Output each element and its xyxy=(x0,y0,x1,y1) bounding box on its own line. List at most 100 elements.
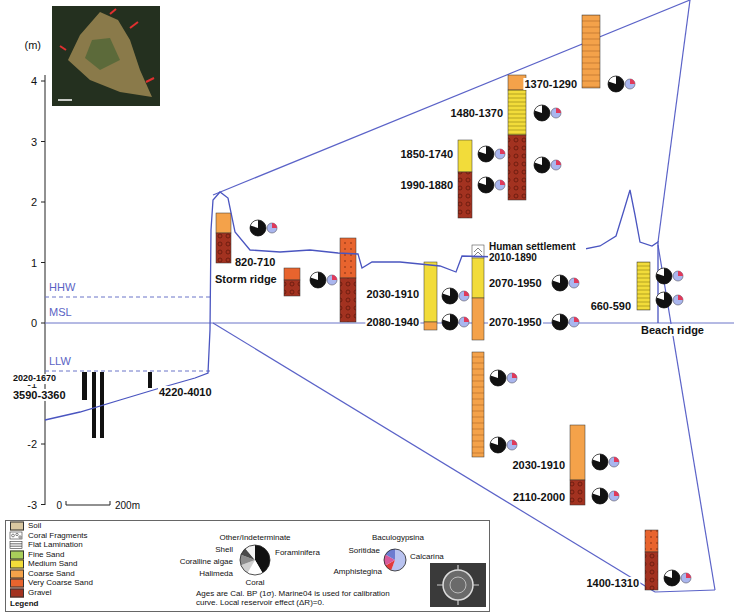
axis-tick-label: 0 xyxy=(30,317,38,329)
core-column xyxy=(570,425,585,480)
y-axis xyxy=(45,75,46,505)
island-shape xyxy=(68,12,152,97)
settlement-mark xyxy=(474,248,482,256)
core-column xyxy=(508,135,526,200)
water-level-label: LLW xyxy=(48,355,72,367)
island-vegetation xyxy=(85,38,120,70)
legend-item: Soritidae xyxy=(348,547,380,556)
core-column xyxy=(637,262,650,310)
legend-item: Gravel xyxy=(10,588,52,597)
legend-text: Shell xyxy=(215,546,233,555)
age-label: 1850-1740 xyxy=(399,148,454,160)
core-column xyxy=(472,352,484,457)
legend-text: Coarse Sand xyxy=(28,569,75,578)
water-level-label: HHW xyxy=(48,281,76,293)
legend-swatch xyxy=(10,569,24,578)
offshore-core xyxy=(82,372,87,400)
llw-line xyxy=(45,371,210,372)
composition-pie xyxy=(490,437,517,453)
coral-fragment-symbol xyxy=(16,533,18,535)
lamination-symbol xyxy=(10,542,22,549)
legend-item: Amphistegina xyxy=(334,568,382,577)
composition-pie xyxy=(478,146,505,162)
legend-item: Coral Fragments xyxy=(10,531,88,540)
hhw-line xyxy=(45,297,210,298)
legend-item: Calcarina xyxy=(410,553,444,562)
legend-text: Coral Fragments xyxy=(28,531,88,540)
inset-arrow xyxy=(60,46,66,50)
core-column xyxy=(340,238,356,278)
legend-heading: Legend xyxy=(10,600,38,609)
core-column xyxy=(284,268,300,280)
core-column xyxy=(472,258,484,298)
coral-fragment-symbol xyxy=(10,532,22,539)
axis-tick-label: 3 xyxy=(30,135,38,147)
age-label: 1370-1290 xyxy=(523,78,578,90)
axis-ticks xyxy=(41,81,45,505)
legend-text: Amphistegina xyxy=(334,568,382,577)
core-column xyxy=(458,140,472,172)
scale-bar xyxy=(66,501,110,505)
legend-text: Very Coarse Sand xyxy=(28,579,93,588)
core-column xyxy=(424,262,437,322)
age-note: Ages are Cal. BP (1σ). Marine04 is used … xyxy=(196,590,396,608)
core-column xyxy=(424,322,437,330)
zoom-line xyxy=(213,0,690,195)
inset-scale xyxy=(58,99,72,101)
core-column xyxy=(340,278,356,322)
core-column xyxy=(508,90,526,135)
core-column xyxy=(458,172,472,218)
offshore-core xyxy=(92,372,96,438)
legend-item: Coarse Sand xyxy=(10,569,75,578)
legend-text: Other/Indeterminate xyxy=(219,534,290,543)
legend-swatch xyxy=(10,522,24,531)
legend-item: Foraminifera xyxy=(275,549,320,558)
composition-pie xyxy=(656,268,683,284)
core-column xyxy=(216,233,231,263)
water-level-label: MSL xyxy=(48,306,73,318)
sem-foram xyxy=(450,577,466,593)
axis-tick-label: -3 xyxy=(26,498,38,510)
scale-label: 200m xyxy=(114,500,141,511)
offshore-core xyxy=(148,372,152,388)
inset-arrow xyxy=(130,22,138,28)
legend-text: Calcarina xyxy=(410,553,444,562)
core-column xyxy=(570,480,585,505)
legend-item: Flat Lamination xyxy=(10,541,83,550)
axis-tick-label: -2 xyxy=(26,438,38,450)
legend-item: Coral xyxy=(245,579,264,588)
composition-pie xyxy=(534,157,561,173)
age-label: 1400-1310 xyxy=(585,577,640,589)
core-column xyxy=(645,552,658,590)
composition-pie xyxy=(442,314,469,330)
zoom-line xyxy=(655,590,715,592)
axis-tick-label: 4 xyxy=(30,75,38,87)
age-label: 2020-1670 xyxy=(12,374,57,384)
legend-swatch xyxy=(10,550,24,559)
legend-text: Coral xyxy=(245,579,264,588)
coral-fragment-symbol xyxy=(12,534,15,537)
legend-text: Halimeda xyxy=(199,570,233,579)
axis-tick-label: 2 xyxy=(30,196,38,208)
age-label: 1480-1370 xyxy=(449,107,504,119)
sem-spines xyxy=(437,565,479,605)
axis-tick-label: 1 xyxy=(30,256,38,268)
age-label: 2070-1950 xyxy=(488,316,543,328)
legend-item: Soil xyxy=(10,522,41,531)
age-label: 660-590 xyxy=(590,300,632,312)
zoom-line xyxy=(658,0,690,242)
age-label: 1990-1880 xyxy=(399,179,454,191)
ground-profile xyxy=(45,190,658,420)
composition-pie xyxy=(656,292,683,308)
foram-legend-outline xyxy=(384,549,406,571)
age-label: 820-710 xyxy=(234,256,276,268)
age-label: 2080-1940 xyxy=(365,316,420,328)
age-label: 2110-2000 xyxy=(512,491,566,503)
axis-unit: (m) xyxy=(24,39,43,51)
age-label: 2030-1910 xyxy=(365,288,420,300)
legend-swatch xyxy=(10,588,24,597)
legend-item: Halimeda xyxy=(199,570,233,579)
core-column xyxy=(472,298,484,340)
